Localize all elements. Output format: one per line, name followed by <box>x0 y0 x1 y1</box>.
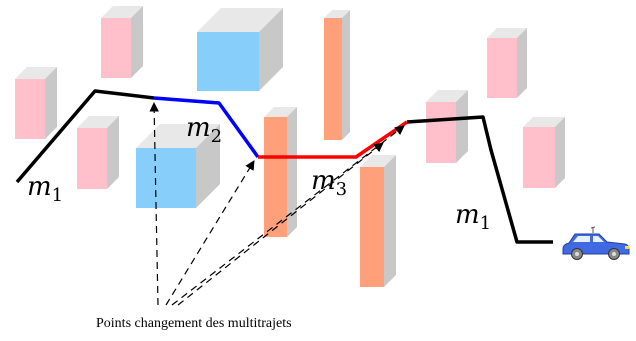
building-pink-center-right <box>426 90 468 163</box>
caption: Points changement des multitrajets <box>96 316 292 331</box>
path-m1-left <box>15 89 155 184</box>
change-point-arrows <box>149 102 405 306</box>
building-pink-right-top <box>487 28 527 98</box>
building-pink-2 <box>77 116 119 189</box>
path-m2 <box>153 96 260 159</box>
arrow-to-m1-m2 <box>149 102 159 306</box>
path-m1-right <box>406 115 553 244</box>
arrow-to-m2-m3 <box>165 160 255 306</box>
path-m3 <box>258 120 408 159</box>
building-pink-left <box>15 67 57 139</box>
car-icon <box>562 226 630 260</box>
arrow-to-m3-m1-b <box>177 142 384 306</box>
building-orange-tall-center <box>264 107 297 237</box>
building-orange-tall-right <box>360 155 396 287</box>
label-m3: m3 <box>311 166 347 200</box>
label-m1-left: m1 <box>27 172 63 206</box>
building-orange-tall-back <box>324 10 350 140</box>
building-pink-1 <box>101 6 143 78</box>
building-blue-back <box>197 8 283 91</box>
building-pink-right-mid <box>523 117 565 188</box>
arrow-to-m3-m1-a <box>171 125 405 306</box>
building-blue-front <box>136 124 220 208</box>
label-m1-right: m1 <box>455 200 491 234</box>
label-m2: m2 <box>186 113 222 147</box>
